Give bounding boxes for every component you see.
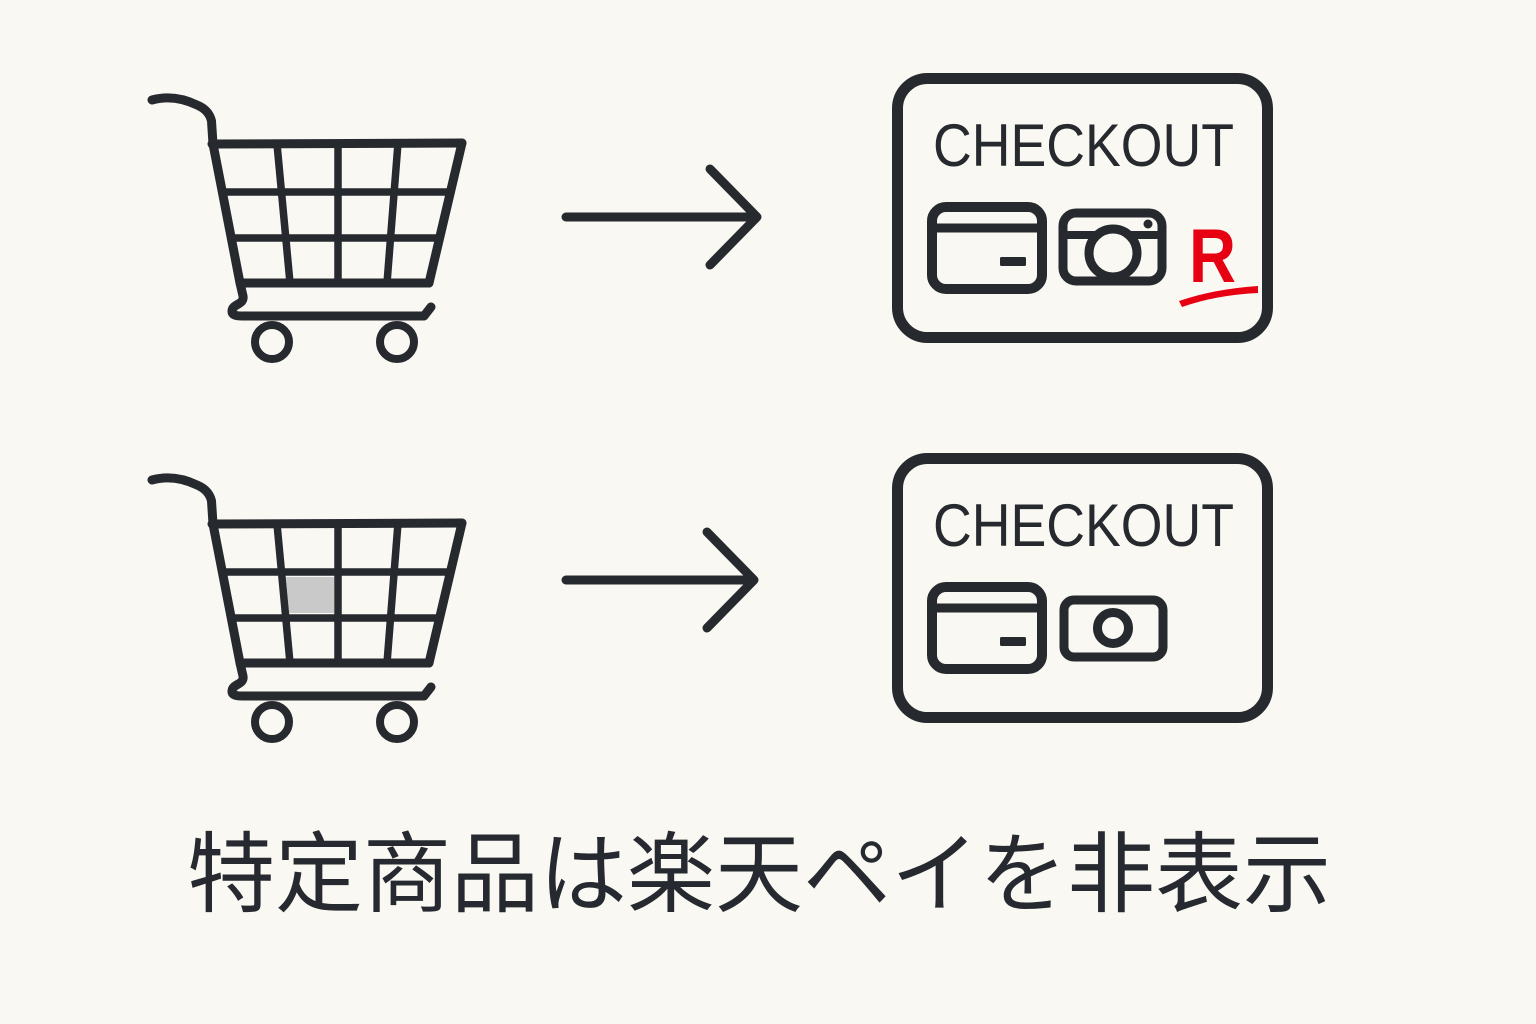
- cart-wheel-icon: [376, 701, 418, 743]
- checkout-panel-without-rakuten-pay: CHECKOUT: [892, 453, 1273, 723]
- checkout-label: CHECKOUT: [933, 492, 1234, 559]
- checkout-panel-border: [892, 453, 1273, 723]
- cart-item-highlight: [286, 577, 334, 613]
- arrow-right-icon: [561, 527, 759, 633]
- camera-icon: [1058, 208, 1167, 286]
- arrow-right-icon: [561, 164, 762, 270]
- rakuten-r-mark: R: [1189, 214, 1236, 299]
- shopping-cart-empty-icon: [147, 93, 467, 363]
- cart-wheel-icon: [376, 321, 418, 363]
- checkout-panel-with-rakuten-pay: CHECKOUT R: [892, 73, 1273, 343]
- banknote-icon: [1059, 595, 1168, 662]
- shopping-cart-with-item-icon: [147, 473, 467, 743]
- cart-wheel-icon: [251, 701, 293, 743]
- rakuten-underline: [1179, 286, 1258, 307]
- caption-text: 特定商品は楽天ペイを非表示: [186, 825, 1331, 924]
- cart-wheel-icon: [251, 321, 293, 363]
- checkout-label: CHECKOUT: [933, 112, 1234, 179]
- credit-card-icon: [927, 582, 1047, 674]
- credit-card-icon: [927, 202, 1047, 294]
- checkout-panel-border: [892, 73, 1273, 343]
